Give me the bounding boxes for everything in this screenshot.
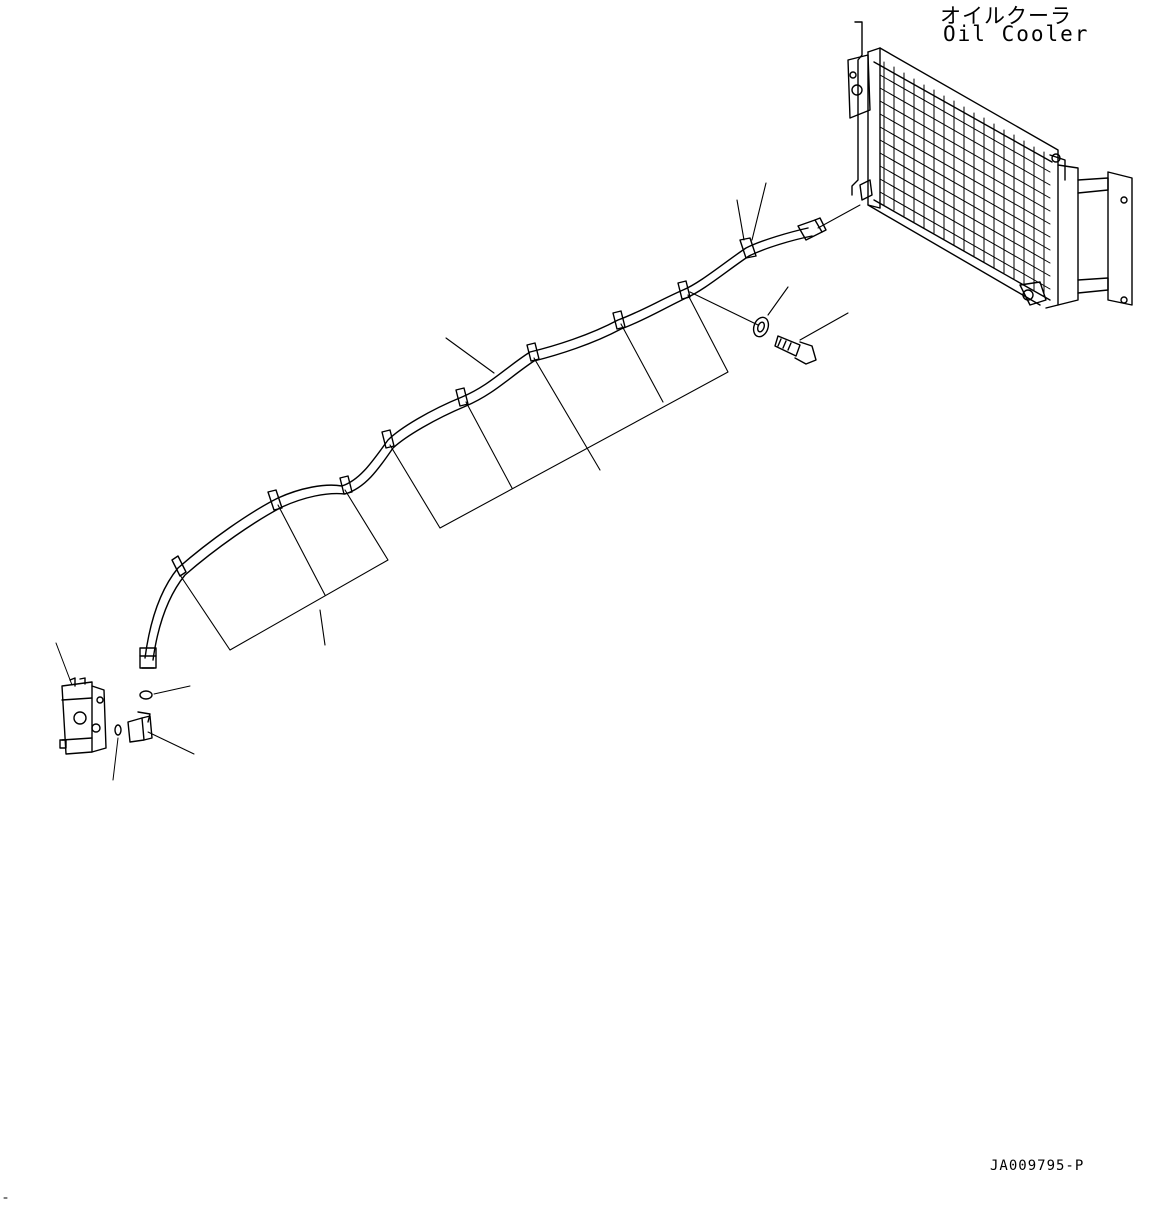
dimension-guides [180, 183, 848, 650]
o-ring-lower [113, 725, 121, 780]
o-ring-upper [140, 686, 190, 699]
elbow-fitting [128, 712, 194, 754]
hose-clamps [172, 238, 756, 576]
oil-hose [140, 218, 826, 668]
oil-cooler-label-en: Oil Cooler [943, 22, 1090, 46]
oil-cooler-label-jp: オイルクーラ [940, 4, 1072, 28]
valve-block [56, 643, 106, 754]
leader-line [818, 205, 860, 228]
bolt [775, 336, 816, 364]
drawing-code: JA009795-P [990, 1158, 1085, 1174]
oil-cooler [848, 22, 1132, 308]
washer [751, 315, 771, 339]
